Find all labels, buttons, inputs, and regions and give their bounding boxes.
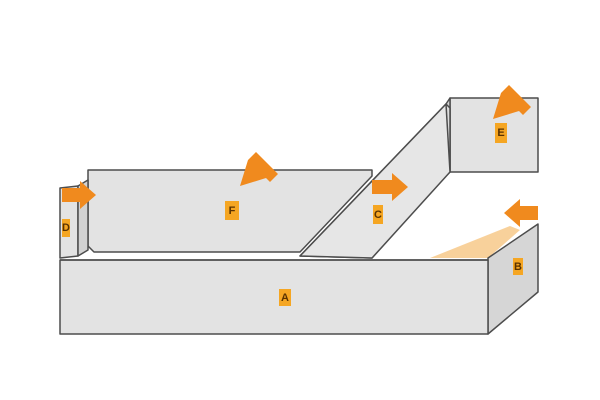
label-b-text: B — [514, 261, 522, 273]
label-d-text: D — [62, 222, 70, 234]
label-d: D — [62, 219, 70, 237]
label-e: E — [495, 123, 507, 143]
label-a: A — [279, 289, 291, 306]
label-f-text: F — [229, 205, 236, 217]
label-c: C — [373, 205, 383, 224]
floor-highlight — [430, 226, 520, 258]
arrow-down-left-icon — [493, 85, 531, 119]
arrow-right-icon — [372, 173, 408, 201]
label-c-text: C — [374, 209, 382, 221]
arrow-left-icon — [504, 199, 538, 227]
label-e-text: E — [497, 127, 504, 139]
arrow-down-left-icon — [240, 152, 278, 186]
arrow-right-icon — [62, 181, 96, 209]
label-a-text: A — [281, 292, 289, 304]
label-f: F — [225, 201, 239, 220]
panel-a — [59, 259, 489, 335]
label-b: B — [513, 258, 523, 275]
